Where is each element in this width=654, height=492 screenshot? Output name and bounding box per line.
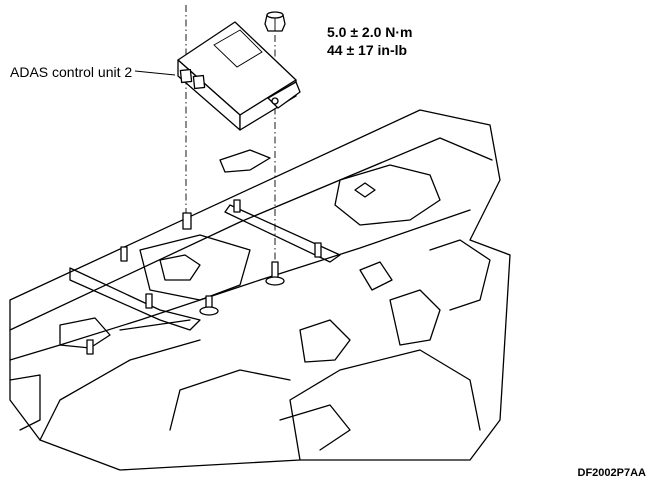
- floor-panel: [9, 109, 511, 471]
- floor-studs: [86, 199, 322, 355]
- torque-value-inlb: 44 ± 17 in-lb: [327, 42, 408, 58]
- part-label: ADAS control unit 2: [10, 64, 133, 80]
- torque-value-nm: 5.0 ± 2.0 N·m: [327, 24, 413, 40]
- figure-code: DF2002P7AA: [577, 467, 646, 479]
- adas-control-unit-2: [177, 21, 301, 131]
- nut: [264, 11, 286, 32]
- part-leader-line: [134, 70, 176, 76]
- alignment-lines: [185, 5, 276, 262]
